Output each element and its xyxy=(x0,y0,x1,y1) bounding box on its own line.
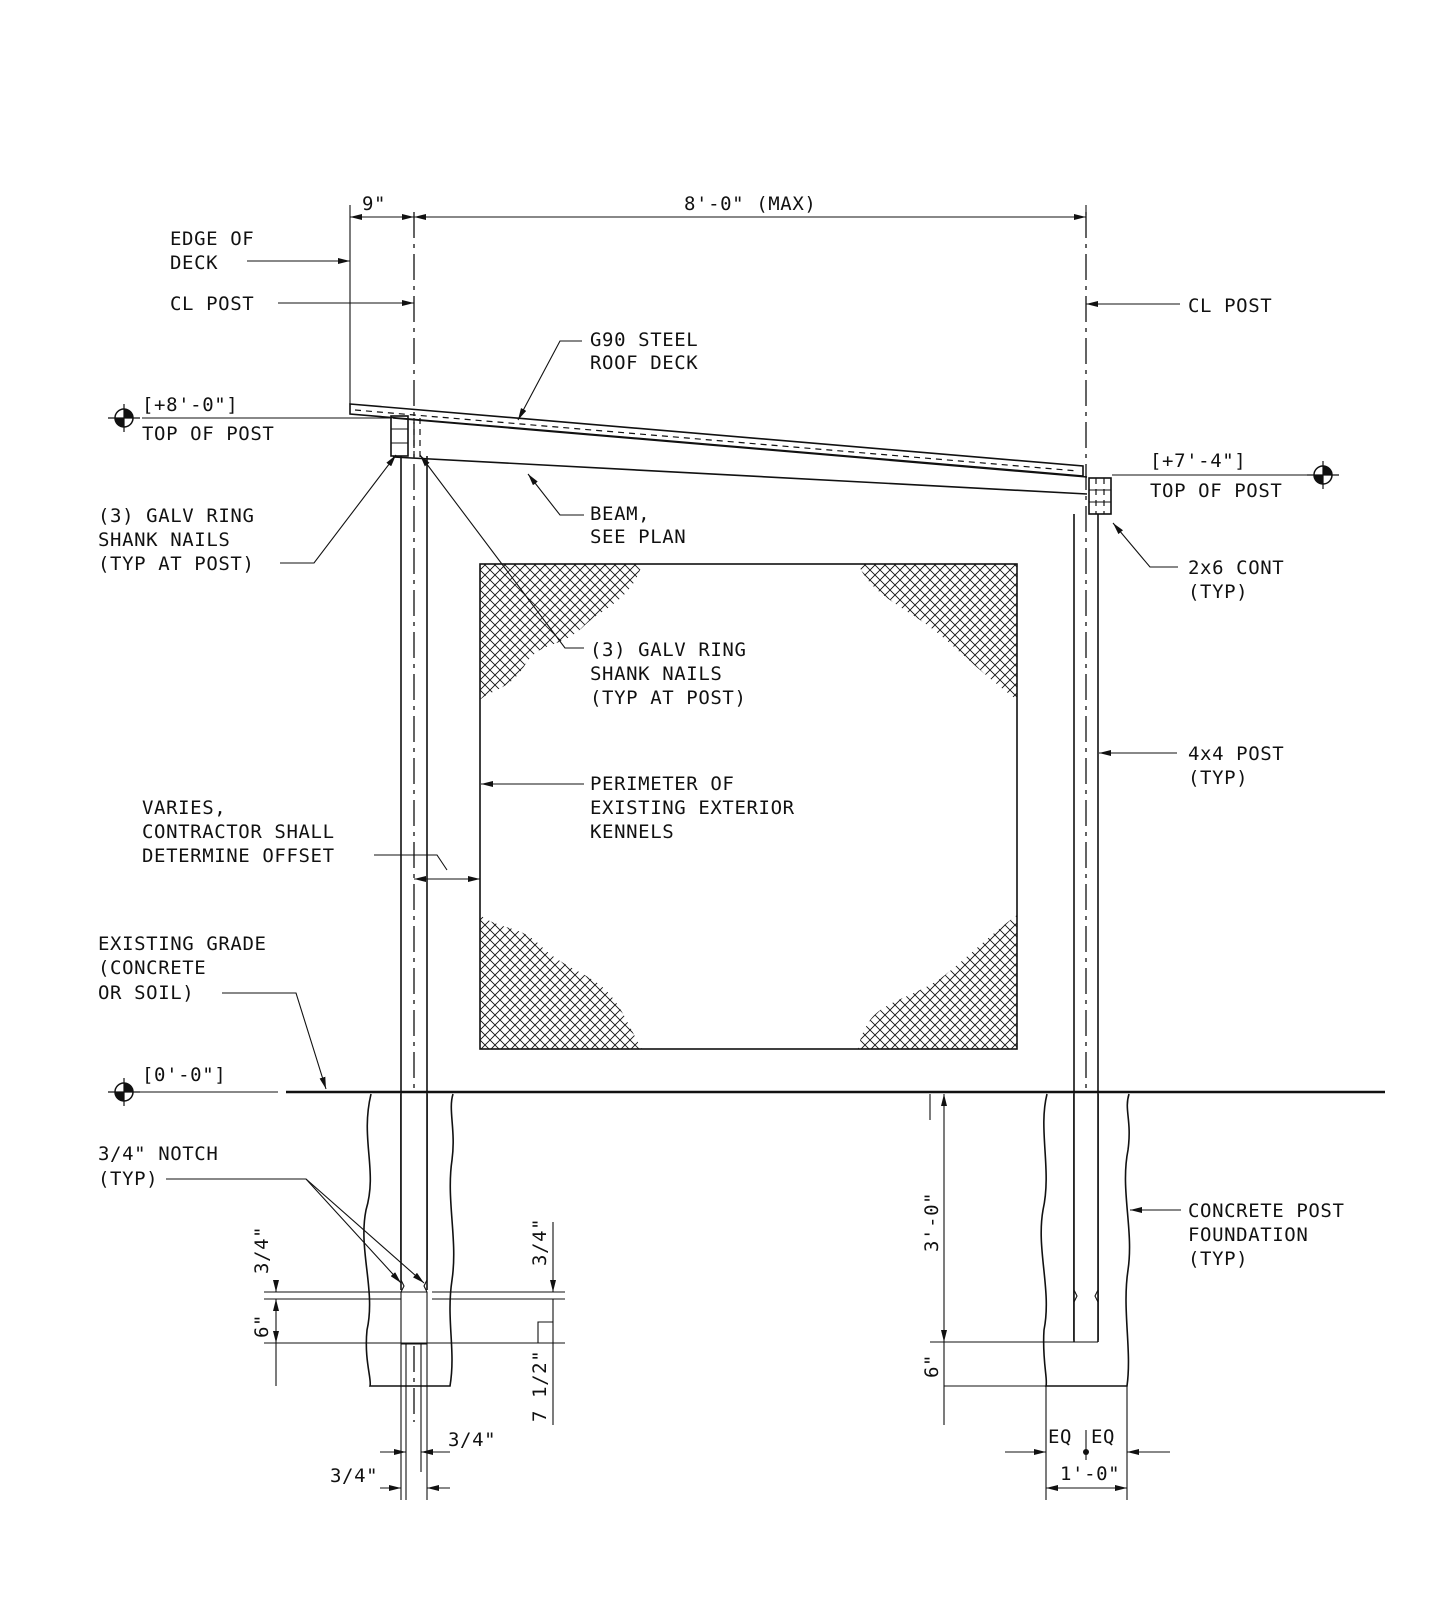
cont-label: (TYP) xyxy=(1188,581,1248,603)
notch-label: 3/4" NOTCH xyxy=(98,1143,218,1165)
dim-3-4-horizontal-lower: 3/4" xyxy=(330,1465,378,1487)
foundation-left xyxy=(363,1093,455,1387)
top-dimensions xyxy=(349,205,1087,405)
foundation-label: CONCRETE POST xyxy=(1188,1200,1345,1222)
post-label: 4x4 POST xyxy=(1188,743,1284,765)
elevation-grade: [0'-0"] xyxy=(142,1064,226,1086)
foundation-right xyxy=(1040,1093,1131,1387)
perimeter-label: KENNELS xyxy=(590,821,674,843)
roof-deck xyxy=(349,403,1084,477)
dim-1ft: 1'-0" xyxy=(1060,1463,1120,1485)
varies-label: VARIES, xyxy=(142,797,226,819)
grade-label: (CONCRETE xyxy=(98,957,206,979)
dim-3-4-horizontal-upper: 3/4" xyxy=(448,1429,496,1451)
cl-post-right-label: CL POST xyxy=(1188,295,1272,317)
dim-9: 9" xyxy=(362,193,386,215)
dim-3-4-vertical-left: 3/4" xyxy=(251,1226,273,1274)
dim-6-left: 6" xyxy=(251,1314,273,1338)
dim-3ft: 3'-0" xyxy=(921,1192,943,1252)
notch-label: (TYP) xyxy=(98,1168,158,1190)
foundation-dimensions-right xyxy=(929,1094,1170,1500)
foundation-label: (TYP) xyxy=(1188,1248,1248,1270)
foundation-label: FOUNDATION xyxy=(1188,1224,1308,1246)
cont-block-left xyxy=(390,415,421,458)
foundation-dimensions-left xyxy=(264,1222,565,1500)
varies-label: CONTRACTOR SHALL xyxy=(142,821,335,843)
top-of-post-left-label: TOP OF POST xyxy=(142,423,274,445)
nails-mid-label: SHANK NAILS xyxy=(590,663,722,685)
cont-block-right xyxy=(1088,477,1112,515)
nails-left-label: SHANK NAILS xyxy=(98,529,230,551)
post-label: (TYP) xyxy=(1188,767,1248,789)
annotations: 9" 8'-0" (MAX) EDGE OF DECK CL POST CL P… xyxy=(98,193,1345,1487)
cont-label: 2x6 CONT xyxy=(1188,557,1284,579)
top-of-post-right-label: TOP OF POST xyxy=(1150,480,1282,502)
dim-7-1-2: 7 1/2" xyxy=(529,1350,551,1422)
cl-post-left-label: CL POST xyxy=(170,293,254,315)
kennel-perimeter xyxy=(479,563,1018,1050)
roof-deck-label: ROOF DECK xyxy=(590,352,698,374)
edge-of-deck-label: EDGE OF xyxy=(170,228,254,250)
nails-left-label: (3) GALV RING xyxy=(98,505,255,527)
nails-left-label: (TYP AT POST) xyxy=(98,553,255,575)
beam-label: SEE PLAN xyxy=(590,526,686,548)
elevation-top-left: [+8'-0"] xyxy=(142,394,238,416)
beam xyxy=(392,417,1088,495)
beam-label: BEAM, xyxy=(590,503,650,525)
leaders xyxy=(142,258,1312,1284)
dim-6-right: 6" xyxy=(921,1354,943,1378)
elevation-top-right: [+7'-4"] xyxy=(1150,450,1246,472)
elevation-datum-icon xyxy=(107,1077,141,1107)
perimeter-label: PERIMETER OF xyxy=(590,773,734,795)
nails-mid-label: (TYP AT POST) xyxy=(590,687,747,709)
grade-label: OR SOIL) xyxy=(98,982,194,1004)
roof-deck-label: G90 STEEL xyxy=(590,329,698,351)
dim-3-4-vertical-right: 3/4" xyxy=(529,1218,551,1266)
edge-of-deck-label: DECK xyxy=(170,252,218,274)
dim-eq: EQ xyxy=(1048,1426,1072,1448)
varies-label: DETERMINE OFFSET xyxy=(142,845,335,867)
nails-mid-label: (3) GALV RING xyxy=(590,639,747,661)
dim-eq: EQ xyxy=(1091,1426,1115,1448)
dim-8ft-max: 8'-0" (MAX) xyxy=(684,193,816,215)
grade-label: EXISTING GRADE xyxy=(98,933,267,955)
elevation-datum-icon xyxy=(107,403,141,433)
perimeter-label: EXISTING EXTERIOR xyxy=(590,797,795,819)
